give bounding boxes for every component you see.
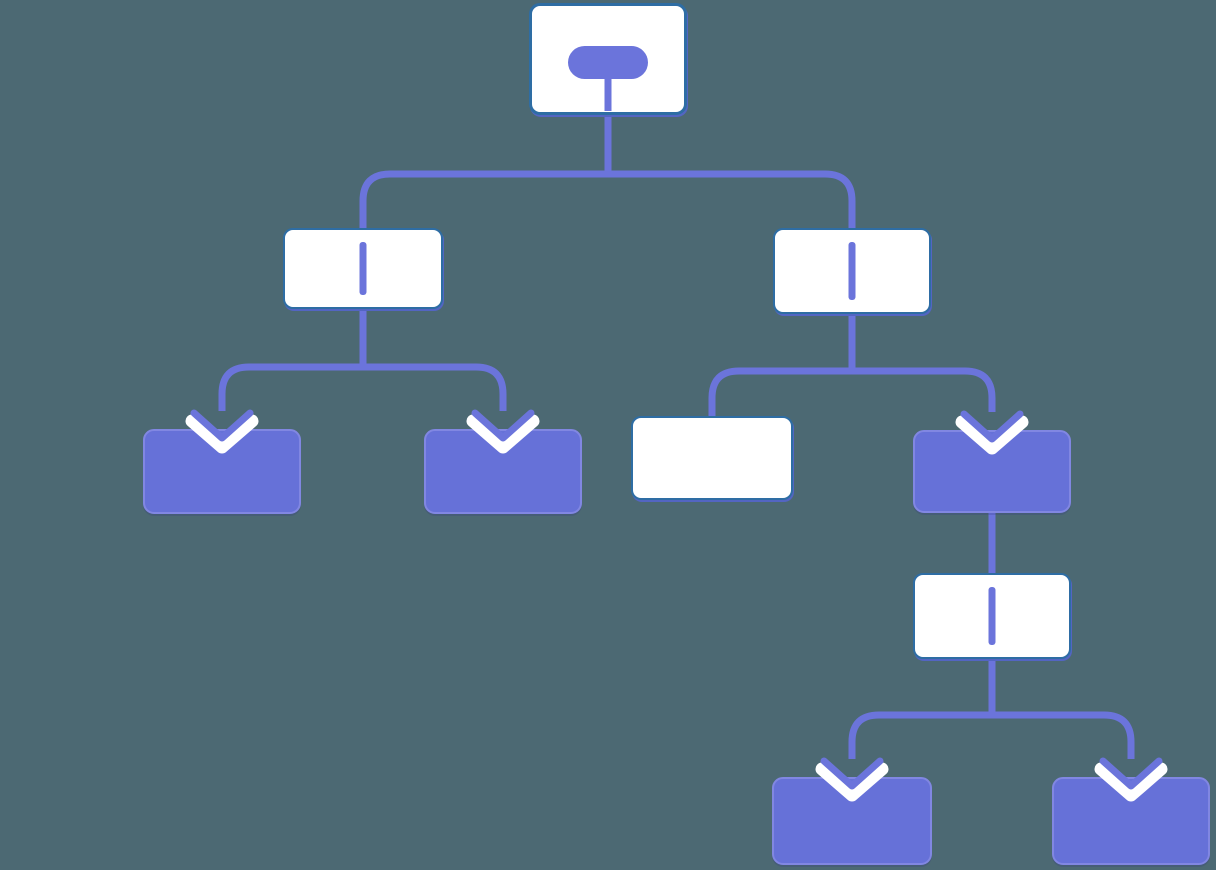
tree-node-branch-right[interactable] [773,228,931,314]
drop-arrow-icon [955,410,1029,455]
drop-arrow-outline [955,415,1029,455]
connector-path [708,314,856,420]
drop-arrow-outline [466,414,540,454]
connector-path [848,314,996,412]
divider-line [359,242,367,295]
drop-arrow-icon [1094,757,1168,802]
root-pill-stem [604,76,612,111]
drop-arrow-chevron [190,409,254,442]
drop-arrow-outline [815,762,889,802]
drop-arrow-chevron [960,410,1024,443]
drop-arrow-icon [185,409,259,454]
drop-arrow-outline [185,414,259,454]
drop-arrow-icon [466,409,540,454]
tree-node-root[interactable] [529,3,687,115]
connector-path [604,115,856,232]
drop-arrow-icon [815,757,889,802]
tree-node-node-plain[interactable] [631,416,793,500]
connector-path [988,659,1135,759]
drop-arrow-outline [1094,762,1168,802]
tree-node-branch-bottom[interactable] [913,573,1071,659]
drop-arrow-chevron [471,409,535,442]
connector-path [359,115,612,232]
divider-line [848,242,856,300]
tree-node-branch-left[interactable] [283,228,443,309]
divider-line [988,587,996,645]
connector-path [359,309,507,411]
drop-arrow-chevron [1099,757,1163,790]
drop-arrow-chevron [820,757,884,790]
connector-path [848,659,996,759]
connector-path [218,309,367,411]
root-pill [568,46,648,79]
